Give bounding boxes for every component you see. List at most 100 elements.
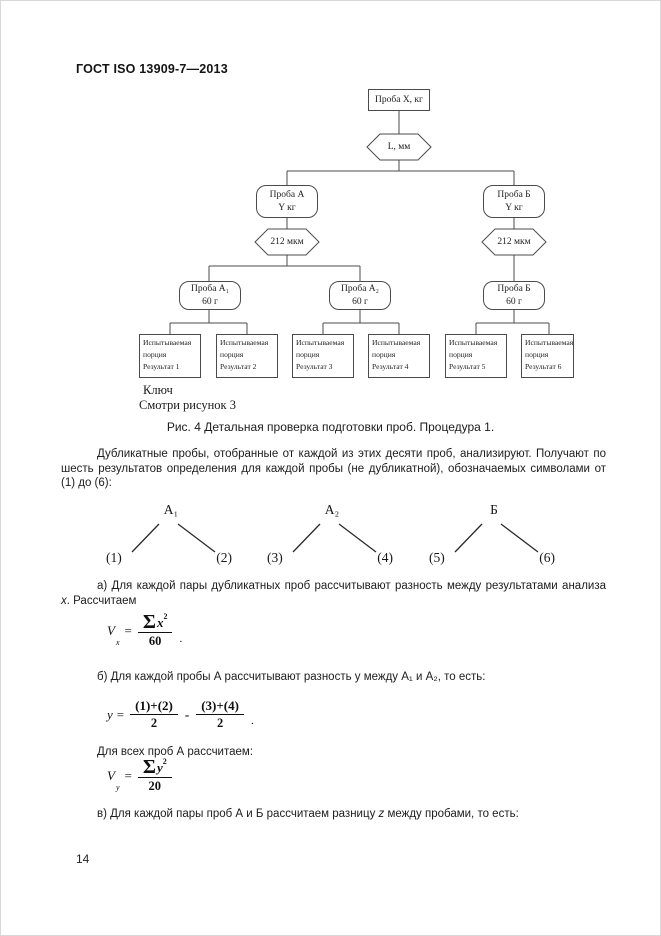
node-label: Результат 6 [525,362,562,372]
node-label: Испытываемая [220,338,269,347]
formula-period: . [250,715,254,727]
node-label: Проба Б [497,283,531,294]
tree-root-label: А₁ [163,502,179,517]
node-label: Проба А₁ [191,283,229,294]
tree-diagram-b: Б (5) (6) [419,502,569,566]
paragraph-item-a: а) Для каждой пары дубликатных проб расс… [61,579,606,608]
tree-leaf-label: (4) [377,550,393,565]
fraction: (3)+(4) 2 [196,698,244,731]
node-label: 60 г [202,296,218,307]
equals-sign: = [116,706,125,722]
paragraph-item-b: б) Для каждой пробы А рассчитывают разно… [97,671,486,683]
flowchart-decision-size-b: 212 мкм [482,230,546,254]
fraction: (1)+(2) 2 [130,698,178,731]
formula-subscript: x [115,638,120,647]
fraction-denominator: 20 [148,779,162,793]
flowchart-test-portion-1: Испытываемая порция Результат 1 [139,334,201,378]
node-label: порция [220,350,244,360]
fraction-denominator: 2 [150,716,158,730]
tree-diagram-a1: А₁ (1) (2) [96,502,246,566]
tree-leaf-label: (2) [216,550,232,565]
figure-caption: Рис. 4 Детальная проверка подготовки про… [166,420,495,434]
node-label: Проба X, кг [375,94,423,105]
flowchart-node-sample-a2: Проба А₂ 60 г [329,281,391,310]
tree-lines [131,523,216,553]
flowchart-node-sample-a: Проба А Y кг [256,185,318,218]
equals-sign: = [124,622,132,638]
flowchart-decision-size-a: 212 мкм [255,230,319,254]
node-label: порция [525,350,549,360]
formula-lhs: V [107,767,115,783]
standard-number-heading: ГОСТ ISO 13909-7—2013 [76,62,228,76]
node-label: порция [372,350,396,360]
node-label: L, мм [387,142,411,152]
flowchart-node-sample-a1: Проба А₁ 60 г [179,281,241,310]
tree-leaf-label: (6) [539,550,555,565]
flowchart-node-sample-b: Проба Б Y кг [483,185,545,218]
tree-diagram-a2: А₂ (3) (4) [257,502,407,566]
equals-sign: = [124,767,132,783]
tree-root-label: Б [490,502,498,517]
minus-sign: - [184,706,190,722]
node-label: Испытываемая [525,338,574,347]
sigma-symbol: Σ [142,756,156,778]
paragraph-text: а) Для каждой пары дубликатных проб расс… [97,580,606,592]
variable-z: z [378,808,385,820]
variable-x: x [61,594,67,607]
node-label: порция [296,350,320,360]
key-label: Ключ [143,383,173,397]
flowchart-test-portion-6: Испытываемая порция Результат 6 [521,334,574,378]
paragraph-duplicates: Дубликатные пробы, отобранные от каждой … [61,448,606,490]
fraction-denominator: 60 [148,634,162,648]
node-label: Результат 3 [296,362,333,372]
node-label: Результат 4 [372,362,409,372]
node-label: Проба А [269,189,305,200]
formula-lhs: y [107,706,113,722]
formula-period: . [179,633,183,645]
node-label: Результат 1 [143,362,180,372]
node-label: 60 г [506,296,522,307]
flowchart-test-portion-2: Испытываемая порция Результат 2 [216,334,278,378]
node-label: порция [449,350,473,360]
tree-root-label: А₂ [324,502,340,517]
node-label: 212 мкм [270,237,304,247]
key-note: Смотри рисунок 3 [139,398,236,413]
fraction-denominator: 2 [216,716,224,730]
formula-superscript: 2 [162,757,167,766]
paragraph-text: между пробами, то есть: [384,808,519,820]
node-label: 212 мкм [497,237,531,247]
flowchart-node-sample-b-60: Проба Б 60 г [483,281,545,310]
tree-lines [292,523,377,553]
tree-leaf-label: (5) [429,550,445,565]
paragraph-text: в) Для каждой пары проб А и Б рассчитаем… [97,808,379,820]
node-label: Испытываемая [449,338,498,347]
figure-key: Ключ Смотри рисунок 3 [139,383,236,414]
flowchart-test-portion-4: Испытываемая порция Результат 4 [368,334,430,378]
flowchart-test-portion-5: Испытываемая порция Результат 5 [445,334,507,378]
fraction-numerator: (3)+(4) [196,698,244,715]
node-label: Испытываемая [296,338,345,347]
node-label: 60 г [352,296,368,307]
node-label: Результат 2 [220,362,257,372]
formula-variable: x [156,615,164,630]
formula-lhs: V [107,622,115,638]
flowchart-test-portion-3: Испытываемая порция Результат 3 [292,334,354,378]
tree-leaf-label: (1) [106,550,122,565]
node-label: Результат 5 [449,362,486,372]
fraction-numerator: (1)+(2) [130,698,178,715]
flowchart-node-sample-x: Проба X, кг [368,89,430,111]
formula-variable: y [156,760,163,775]
node-label: Y кг [278,202,296,213]
formula-y: y = (1)+(2) 2 - (3)+(4) 2 . [107,698,254,731]
formula-subscript: y [115,783,120,792]
sigma-symbol: Σ [142,611,156,633]
flowchart-decision-size-l: L, мм [367,135,431,159]
formula-superscript: 2 [163,612,168,621]
page-number: 14 [76,852,90,866]
